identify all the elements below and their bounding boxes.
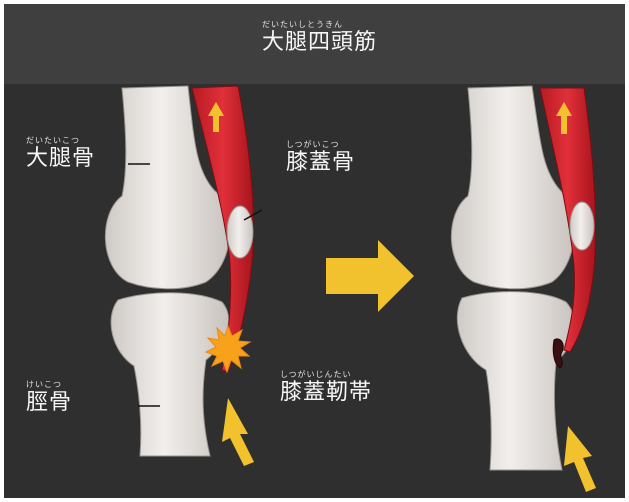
femur-text: 大腿骨 — [26, 146, 95, 172]
tibia-ruby: けいこつ — [26, 380, 72, 390]
quadriceps-title-ruby: だいたいしとうきん — [262, 20, 377, 30]
patella-text: 膝蓋骨 — [286, 150, 355, 176]
femur-label: だいたいこつ 大腿骨 — [26, 136, 95, 172]
tibia-text: 脛骨 — [26, 390, 72, 416]
left-patella-bone — [227, 206, 253, 258]
patella-ruby: しつがいこつ — [286, 140, 355, 150]
patellar-ligament-label: しつがいじんたい 膝蓋靭帯 — [280, 370, 372, 406]
femur-ruby: だいたいこつ — [26, 136, 95, 146]
right-patella-bone — [570, 202, 594, 250]
patellar-ligament-ruby: しつがいじんたい — [280, 370, 372, 380]
patella-label: しつがいこつ 膝蓋骨 — [286, 140, 355, 176]
tibia-label: けいこつ 脛骨 — [26, 380, 72, 416]
quadriceps-title: だいたいしとうきん 大腿四頭筋 — [262, 20, 377, 56]
quadriceps-title-text: 大腿四頭筋 — [262, 30, 377, 56]
patellar-ligament-text: 膝蓋靭帯 — [280, 380, 372, 406]
